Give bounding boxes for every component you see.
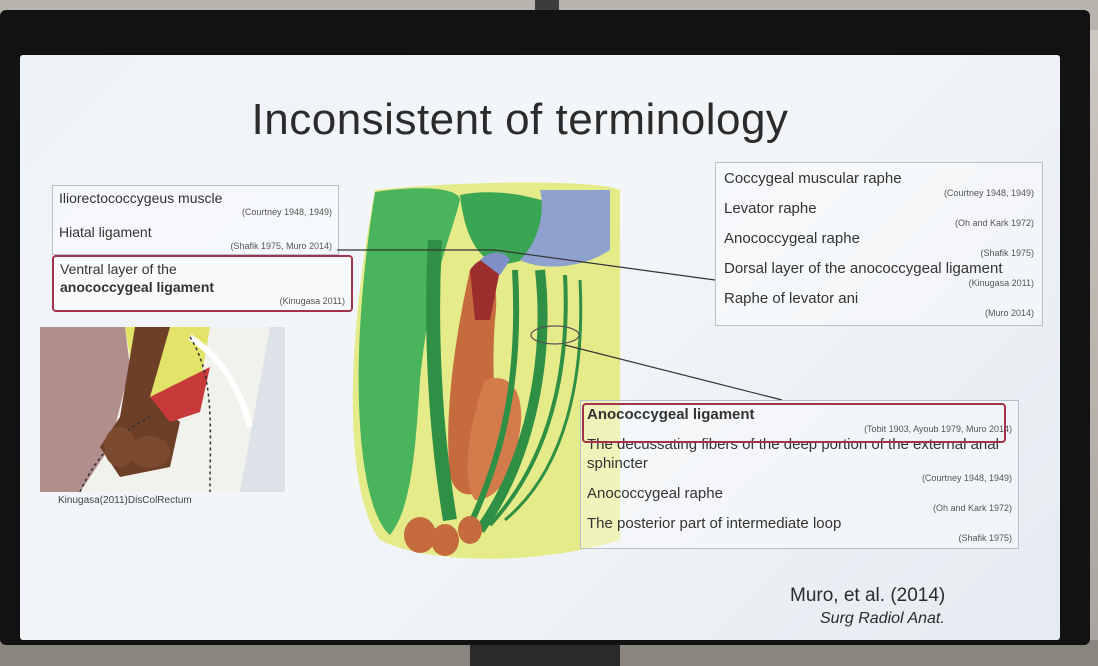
term-label: Raphe of levator ani [724, 289, 1034, 308]
anococcygeal-ligament-highlight-box [582, 403, 1006, 443]
term-citation: (Shafik 1975, Muro 2014) [59, 241, 332, 252]
term-citation: (Shafik 1975) [724, 248, 1034, 259]
term-citation: (Courtney 1948, 1949) [724, 188, 1034, 199]
term-label: Iliorectococcygeus muscle [59, 189, 332, 207]
term-item: Hiatal ligament (Shafik 1975, Muro 2014) [53, 220, 338, 254]
term-citation: (Muro 2014) [724, 308, 1034, 319]
term-label-bold: anococcygeal ligament [60, 278, 345, 296]
ventral-layer-highlight-box: Ventral layer of the anococcygeal ligame… [52, 255, 353, 312]
inset-caption: Kinugasa(2011)DisColRectum [58, 495, 192, 506]
term-citation: (Shafik 1975) [587, 533, 1012, 544]
term-label: Coccygeal muscular raphe [724, 169, 1034, 188]
term-item: Iliorectococcygeus muscle (Courtney 1948… [53, 186, 338, 220]
right-top-terminology-box: Coccygeal muscular raphe (Courtney 1948,… [715, 162, 1043, 326]
monitor-brand-logo [520, 638, 570, 644]
term-citation: (Courtney 1948, 1949) [587, 473, 1012, 484]
term-citation: (Courtney 1948, 1949) [59, 207, 332, 218]
term-label: Ventral layer of the [60, 260, 345, 278]
term-label: Anococcygeal raphe [587, 484, 1012, 503]
reference-journal: Surg Radiol Anat. [820, 610, 945, 628]
term-citation: (Kinugasa 2011) [724, 278, 1034, 289]
presentation-slide: Inconsistent of terminology Iliorectococ… [20, 55, 1060, 640]
term-citation: (Oh and Kark 1972) [724, 218, 1034, 229]
slide-title: Inconsistent of terminology [200, 95, 840, 145]
reference-authors: Muro, et al. (2014) [790, 585, 945, 607]
term-label: Levator raphe [724, 199, 1034, 218]
term-label: Anococcygeal raphe [724, 229, 1034, 248]
term-label: Hiatal ligament [59, 223, 332, 241]
term-citation: (Kinugasa 2011) [60, 296, 345, 307]
term-label: The posterior part of intermediate loop [587, 514, 1012, 533]
monitor-bezel: Inconsistent of terminology Iliorectococ… [0, 10, 1090, 645]
term-citation: (Oh and Kark 1972) [587, 503, 1012, 514]
term-label: Dorsal layer of the anococcygeal ligamen… [724, 259, 1034, 278]
left-terminology-box: Iliorectococcygeus muscle (Courtney 1948… [52, 185, 339, 255]
inset-anatomy-diagram [40, 327, 285, 492]
